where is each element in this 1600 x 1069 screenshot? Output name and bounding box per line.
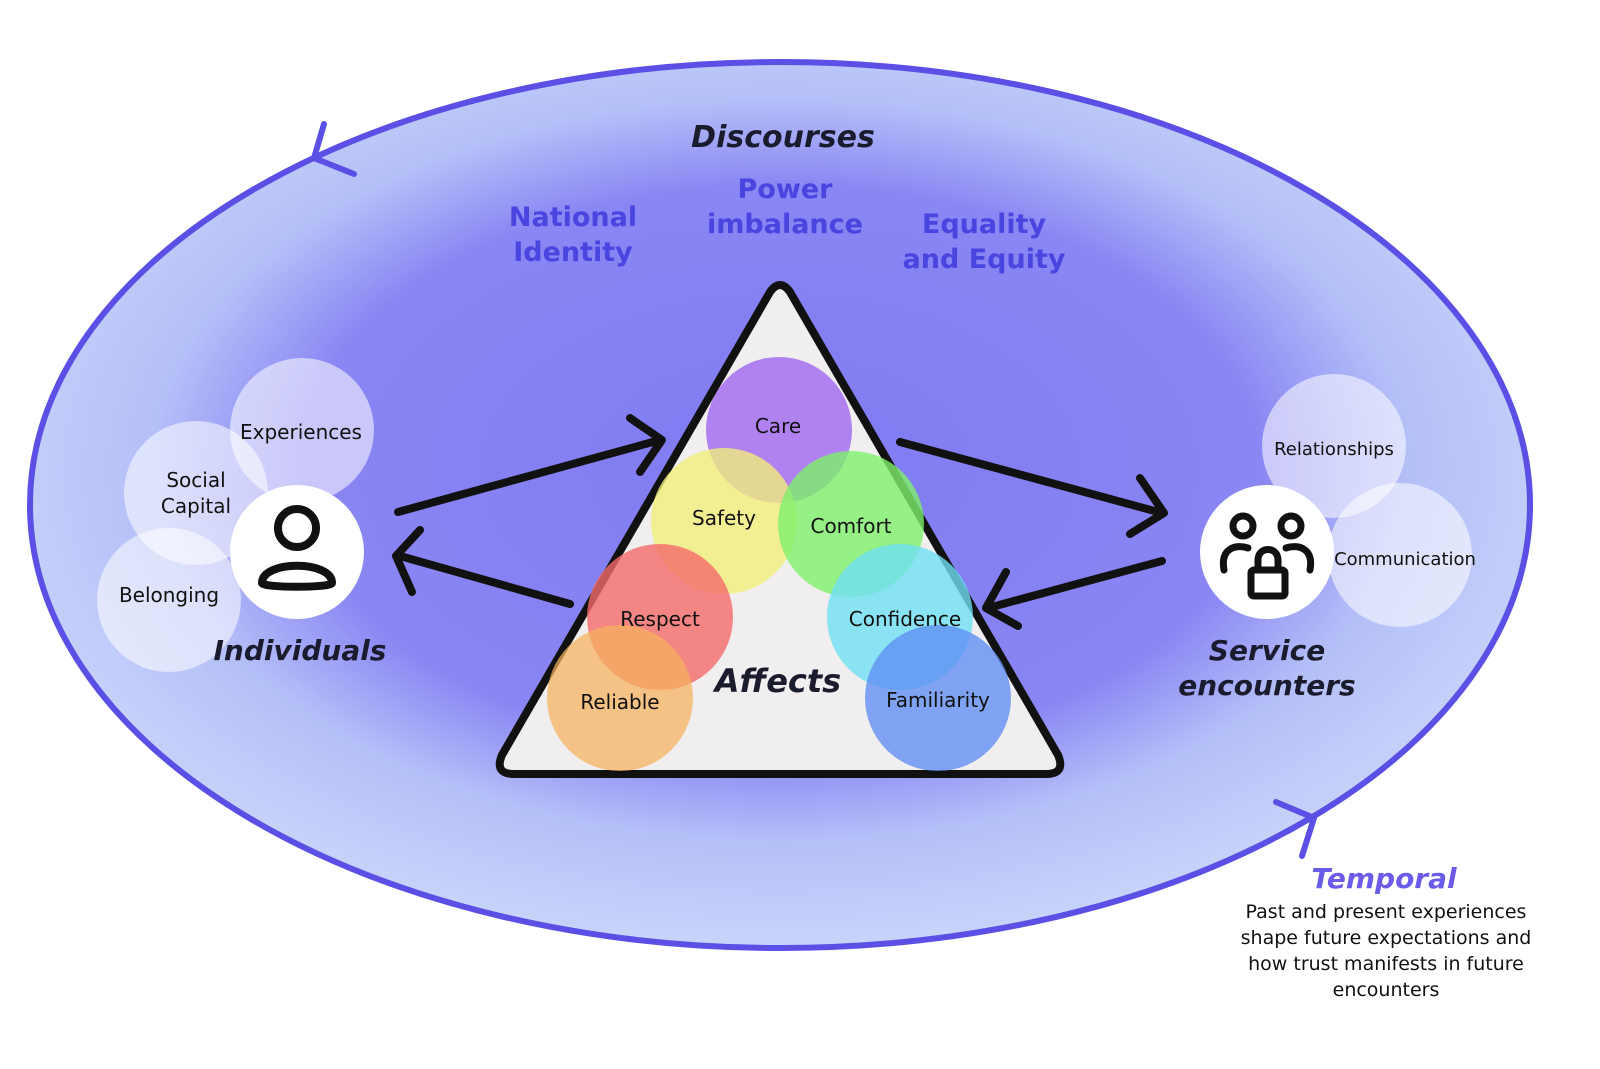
- reliable-label: Reliable: [580, 690, 659, 714]
- familiarity-circle: [865, 625, 1011, 771]
- discourse-national-identity-line1: National: [509, 202, 637, 233]
- belonging-label: Belonging: [119, 583, 219, 607]
- discourse-power-imbalance-line1: Power: [738, 174, 834, 205]
- arrow-service-to-affects: [984, 557, 1166, 612]
- group-lock-icon: [1219, 512, 1315, 600]
- belonging-circle: [97, 528, 241, 672]
- arrowhead-affects-to-service: [1126, 474, 1168, 538]
- respect-label: Respect: [620, 607, 700, 631]
- temporal-line-4: encounters: [1333, 979, 1440, 1001]
- ellipse-arrowhead-top: [311, 121, 357, 177]
- arrow-affects-to-individuals: [396, 552, 574, 608]
- familiarity-label: Familiarity: [886, 688, 990, 712]
- arrow-affects-to-service: [896, 438, 1166, 517]
- communication-label: Communication: [1334, 549, 1476, 570]
- arrowhead-service-to-affects: [982, 568, 1022, 630]
- temporal-line-1: Past and present experiences: [1246, 901, 1527, 923]
- experiences-label: Experiences: [240, 420, 362, 444]
- relationships-circle: [1262, 374, 1406, 518]
- service-title-line2: encounters: [1178, 669, 1355, 702]
- care-label: Care: [755, 414, 801, 438]
- individuals-title: Individuals: [214, 634, 387, 667]
- affects-cluster: Care Safety Comfort Respect Confidence R…: [547, 357, 1011, 771]
- discourse-equality-line1: Equality: [922, 209, 1047, 240]
- reliable-circle: [547, 625, 693, 771]
- affects-title: Affects: [712, 662, 841, 700]
- social-capital-label-line1: Social: [166, 468, 225, 492]
- arrowhead-affects-to-individuals: [392, 526, 424, 596]
- temporal-line-3: how trust manifests in future: [1248, 953, 1524, 975]
- individuals-cluster: Experiences Social Capital Belonging Ind…: [97, 358, 386, 672]
- social-capital-label-line2: Capital: [161, 494, 231, 518]
- relationships-label: Relationships: [1274, 439, 1394, 460]
- communication-circle: [1328, 483, 1472, 627]
- safety-label: Safety: [692, 506, 756, 530]
- arrow-individuals-to-affects: [394, 436, 664, 516]
- person-icon: [257, 505, 337, 591]
- discourses-title: Discourses: [691, 120, 875, 155]
- service-title-line1: Service: [1209, 634, 1325, 667]
- confidence-label: Confidence: [849, 607, 961, 631]
- discourse-power-imbalance-line2: imbalance: [707, 209, 863, 240]
- temporal-title: Temporal: [1311, 862, 1457, 895]
- comfort-label: Comfort: [810, 514, 891, 538]
- service-cluster: Relationships Communication Service enco…: [1178, 374, 1476, 702]
- temporal-note: Temporal Past and present experiences sh…: [1241, 862, 1532, 1001]
- temporal-line-2: shape future expectations and: [1241, 927, 1532, 949]
- discourse-national-identity-line2: Identity: [513, 237, 633, 268]
- discourse-equality-line2: and Equity: [903, 244, 1066, 275]
- experiences-circle: [230, 358, 374, 502]
- ellipse-arrowhead-bottom: [1273, 799, 1317, 859]
- arrowhead-individuals-to-affects: [626, 414, 666, 476]
- flow-arrows: [392, 414, 1168, 630]
